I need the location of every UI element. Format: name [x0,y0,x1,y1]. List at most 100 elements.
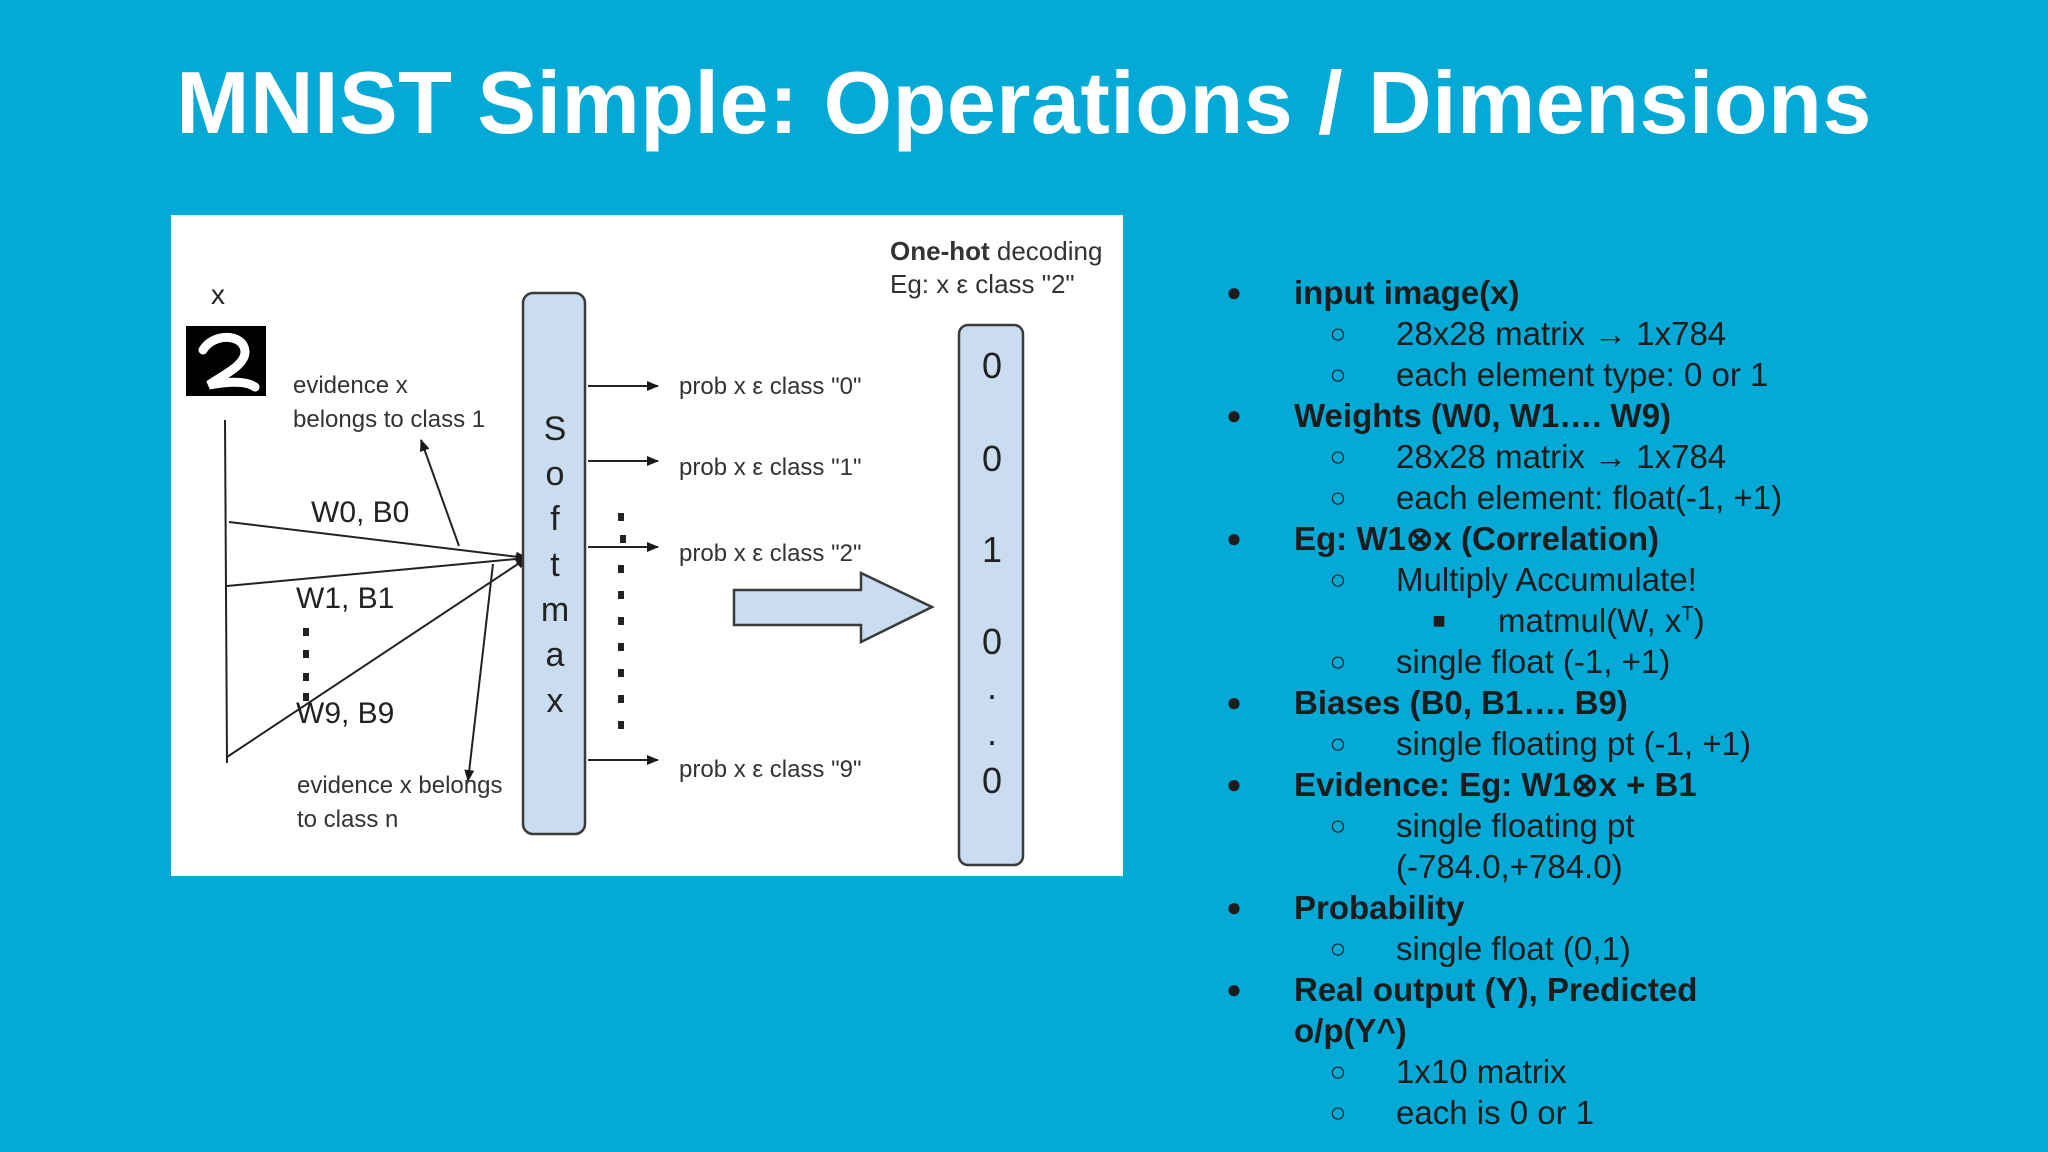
output-arrows [588,381,659,765]
sub-bullet-text: single float (-1, +1) [1396,643,1671,680]
bullet-square: ■ [1432,608,1446,633]
onehot-value: 0 [982,760,1002,801]
prob-label: prob x ε class "1" [679,454,861,481]
bullet-circle: ○ [1329,810,1347,841]
sub-bullet-item: ○ each is 0 or 1 [1222,1092,2022,1133]
bullet-text: Eg: W1⊗x (Correlation) [1294,520,1659,557]
bullet-circle: ○ [1329,359,1347,390]
bullet-circle: ○ [1329,441,1347,472]
sub-bullet-text: 1x10 matrix [1396,1053,1567,1090]
bullet-dot: ● [1226,277,1242,307]
softmax-letter: f [550,500,560,538]
softmax-letter: x [547,682,564,720]
sub-bullet-item: ○ each element: float(-1, +1) [1222,477,2022,518]
decode-arrow [732,571,935,645]
w1-label: W1, B1 [296,582,394,615]
sub-bullet-item: ○ single float (0,1) [1222,928,2022,969]
probs-ellipsis [618,513,626,729]
bullet-item: ● Weights (W0, W1…. W9) [1222,395,2022,436]
onehot-example: Eg: x ε class "2" [890,269,1075,299]
evidence-top-line2: belongs to class 1 [293,406,485,433]
evidence-bottom-line1: evidence x belongs [297,772,502,799]
bullet-text: Probability [1294,889,1465,926]
onehot-box [957,323,1025,867]
sub-bullet-text: single floating pt (-1, +1) [1396,725,1751,762]
softmax-letter: S [544,410,567,448]
softmax-box [521,291,587,836]
softmax-letter: o [546,455,565,493]
prob-label: prob x ε class "2" [679,540,861,567]
evidence-top-line1: evidence x [293,372,408,399]
bullet-item: ●Probability [1222,887,2022,928]
w0-label: W0, B0 [311,496,409,529]
bullet-circle: ○ [1329,728,1347,759]
sub-bullet-text: each element: float(-1, +1) [1396,479,1783,516]
bullet-list: ● input image(x) ○ 28x28 matrix → 1x784 ○ e… [1222,272,2022,1133]
sub-bullet-item: ○ single floating pt (-784.0,+784.0) [1222,805,2022,887]
onehot-header: One-hot decoding [890,236,1102,266]
sub-sub-bullet-item: ■ matmul(W, xT) [1222,600,2022,641]
bullet-item: ● Evidence: Eg: W1⊗x + B1 [1222,764,2022,805]
sub-bullet-item: ○ Multiply Accumulate! [1222,559,2022,600]
onehot-value: 0 [982,621,1002,662]
bullet-circle: ○ [1329,933,1347,964]
sub-bullet-item: ○ 28x28 matrix → 1x784 [1222,436,2022,477]
onehot-value: 1 [982,529,1002,570]
bullet-dot: ● [1226,400,1242,430]
diagram-panel: x evidence x belongs to class 1 W0, B0 W… [171,215,1123,876]
sub-bullet-text: 28x28 matrix → 1x784 [1396,315,1727,352]
input-line [224,419,228,764]
sub-bullet-item: ○ single floating pt (-1, +1) [1222,723,2022,764]
onehot-header-rest: decoding [990,236,1103,266]
evidence-bottom-line2: to class n [297,806,398,833]
bullet-text: Biases (B0, B1…. B9) [1294,684,1628,721]
sub-bullet-text: 28x28 matrix → 1x784 [1396,438,1727,475]
sub-bullet-text: Multiply Accumulate! [1396,561,1697,598]
onehot-header-bold: One-hot [890,236,990,266]
slide-title: MNIST Simple: Operations / Dimensions [176,53,1872,152]
sub-bullet-item: ○ each element type: 0 or 1 [1222,354,2022,395]
bullet-item: ●Real output (Y), Predicted o/p(Y^) [1222,969,2022,1051]
onehot-value: 0 [982,345,1002,386]
softmax-label: S o f t m a x [541,410,569,720]
sub-bullet-text: single float (0,1) [1396,930,1631,967]
softmax-letter: a [546,636,565,674]
sub-bullet-item: ○ 1x10 matrix [1222,1051,2022,1092]
bullet-dot: ● [1226,769,1242,799]
bullet-circle: ○ [1329,1056,1347,1087]
bullet-circle: ○ [1329,482,1347,513]
bullet-dot: ● [1226,687,1242,717]
bullet-circle: ○ [1329,318,1347,349]
sub-bullet-text: each element type: 0 or 1 [1396,356,1769,393]
w9-label: W9, B9 [296,697,394,730]
digit-image [186,326,266,396]
bullet-text: Evidence: Eg: W1⊗x + B1 [1294,766,1697,803]
bullet-item: ● Eg: W1⊗x (Correlation) [1222,518,2022,559]
sub-bullet-item: ○ single float (-1, +1) [1222,641,2022,682]
softmax-letter: t [550,546,560,584]
transpose-superscript: T [1681,603,1694,625]
bullet-text: Weights (W0, W1…. W9) [1294,397,1672,434]
weights-ellipsis [303,628,309,701]
bullet-circle: ○ [1329,646,1347,677]
sub-bullet-text: single floating pt (-784.0,+784.0) [1396,807,1635,885]
sub-bullet-text: each is 0 or 1 [1396,1094,1595,1131]
bullet-dot: ● [1226,523,1242,553]
sub-bullet-item: ○ 28x28 matrix → 1x784 [1222,313,2022,354]
softmax-letter: m [541,591,569,629]
bullet-item: ● Biases (B0, B1…. B9) [1222,682,2022,723]
x-label: x [211,279,225,310]
matmul-close: ) [1693,602,1705,639]
prob-label: prob x ε class "0" [679,373,861,400]
bullet-text: input image(x) [1294,274,1520,311]
bullet-dot: ● [1226,974,1242,1004]
prob-label: prob x ε class "9" [679,756,861,783]
softmax-diagram: x evidence x belongs to class 1 W0, B0 W… [186,236,1102,867]
bullet-item: ● input image(x) [1222,272,2022,313]
bullet-circle: ○ [1329,1097,1347,1128]
onehot-value: 0 [982,438,1002,479]
weight-arrows [226,439,528,782]
bullet-circle: ○ [1329,564,1347,595]
onehot-value: . [987,712,997,753]
matmul-text: matmul(W, x [1498,602,1682,639]
